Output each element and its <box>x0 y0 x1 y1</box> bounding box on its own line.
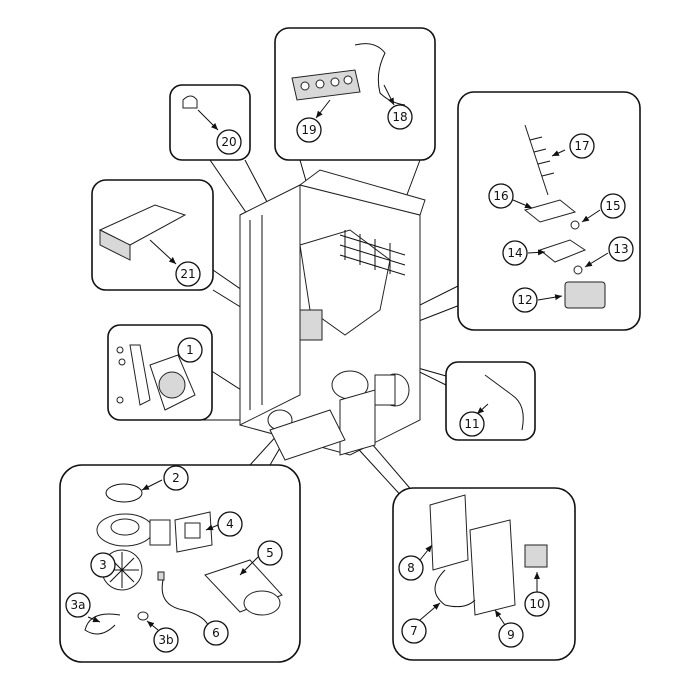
callout-10: 10 <box>524 591 550 617</box>
svg-text:17: 17 <box>574 139 589 153</box>
callout-13: 13 <box>608 236 634 262</box>
callout-14: 14 <box>502 240 528 266</box>
callout-3: 3 <box>90 552 116 578</box>
callout-1: 1 <box>177 337 203 363</box>
svg-text:16: 16 <box>493 189 508 203</box>
svg-text:1: 1 <box>186 343 194 357</box>
callout-7: 7 <box>401 618 427 644</box>
callout-20: 20 <box>216 129 242 155</box>
svg-text:12: 12 <box>517 293 532 307</box>
svg-text:15: 15 <box>605 199 620 213</box>
svg-text:2: 2 <box>172 471 180 485</box>
svg-text:4: 4 <box>226 517 234 531</box>
svg-text:21: 21 <box>180 267 195 281</box>
svg-text:5: 5 <box>266 546 274 560</box>
callout-16: 16 <box>488 183 514 209</box>
callouts: 1 2 3 3a 3b 4 5 6 7 8 9 10 11 12 13 14 1… <box>65 104 634 653</box>
svg-text:6: 6 <box>212 626 220 640</box>
callout-12: 12 <box>512 287 538 313</box>
callout-9: 9 <box>498 622 524 648</box>
main-boiler-unit <box>239 169 426 461</box>
callout-19: 19 <box>296 117 322 143</box>
svg-text:3: 3 <box>99 558 107 572</box>
svg-text:18: 18 <box>392 110 407 124</box>
callout-11: 11 <box>459 411 485 437</box>
svg-text:19: 19 <box>301 123 316 137</box>
callout-8: 8 <box>398 555 424 581</box>
svg-text:10: 10 <box>529 597 544 611</box>
svg-text:8: 8 <box>407 561 415 575</box>
callout-3b: 3b <box>153 627 179 653</box>
detail-box-18-19 <box>274 27 436 161</box>
detail-box-11 <box>445 361 536 441</box>
callout-2: 2 <box>163 465 189 491</box>
callout-15: 15 <box>600 193 626 219</box>
svg-text:3a: 3a <box>71 598 86 612</box>
callout-18: 18 <box>387 104 413 130</box>
grate <box>339 230 406 276</box>
callout-6: 6 <box>203 620 229 646</box>
svg-text:3b: 3b <box>158 633 173 647</box>
callout-17: 17 <box>569 133 595 159</box>
callout-3a: 3a <box>65 592 91 618</box>
callout-4: 4 <box>217 511 243 537</box>
detail-box-2-6 <box>59 464 301 663</box>
svg-text:20: 20 <box>221 135 236 149</box>
svg-text:9: 9 <box>507 628 515 642</box>
svg-text:13: 13 <box>613 242 628 256</box>
callout-5: 5 <box>257 540 283 566</box>
detail-box-7-10 <box>392 487 576 661</box>
callout-21: 21 <box>175 261 201 287</box>
svg-text:14: 14 <box>507 246 522 260</box>
svg-text:7: 7 <box>410 624 418 638</box>
svg-text:11: 11 <box>464 417 479 431</box>
detail-box-12-17 <box>457 91 641 331</box>
